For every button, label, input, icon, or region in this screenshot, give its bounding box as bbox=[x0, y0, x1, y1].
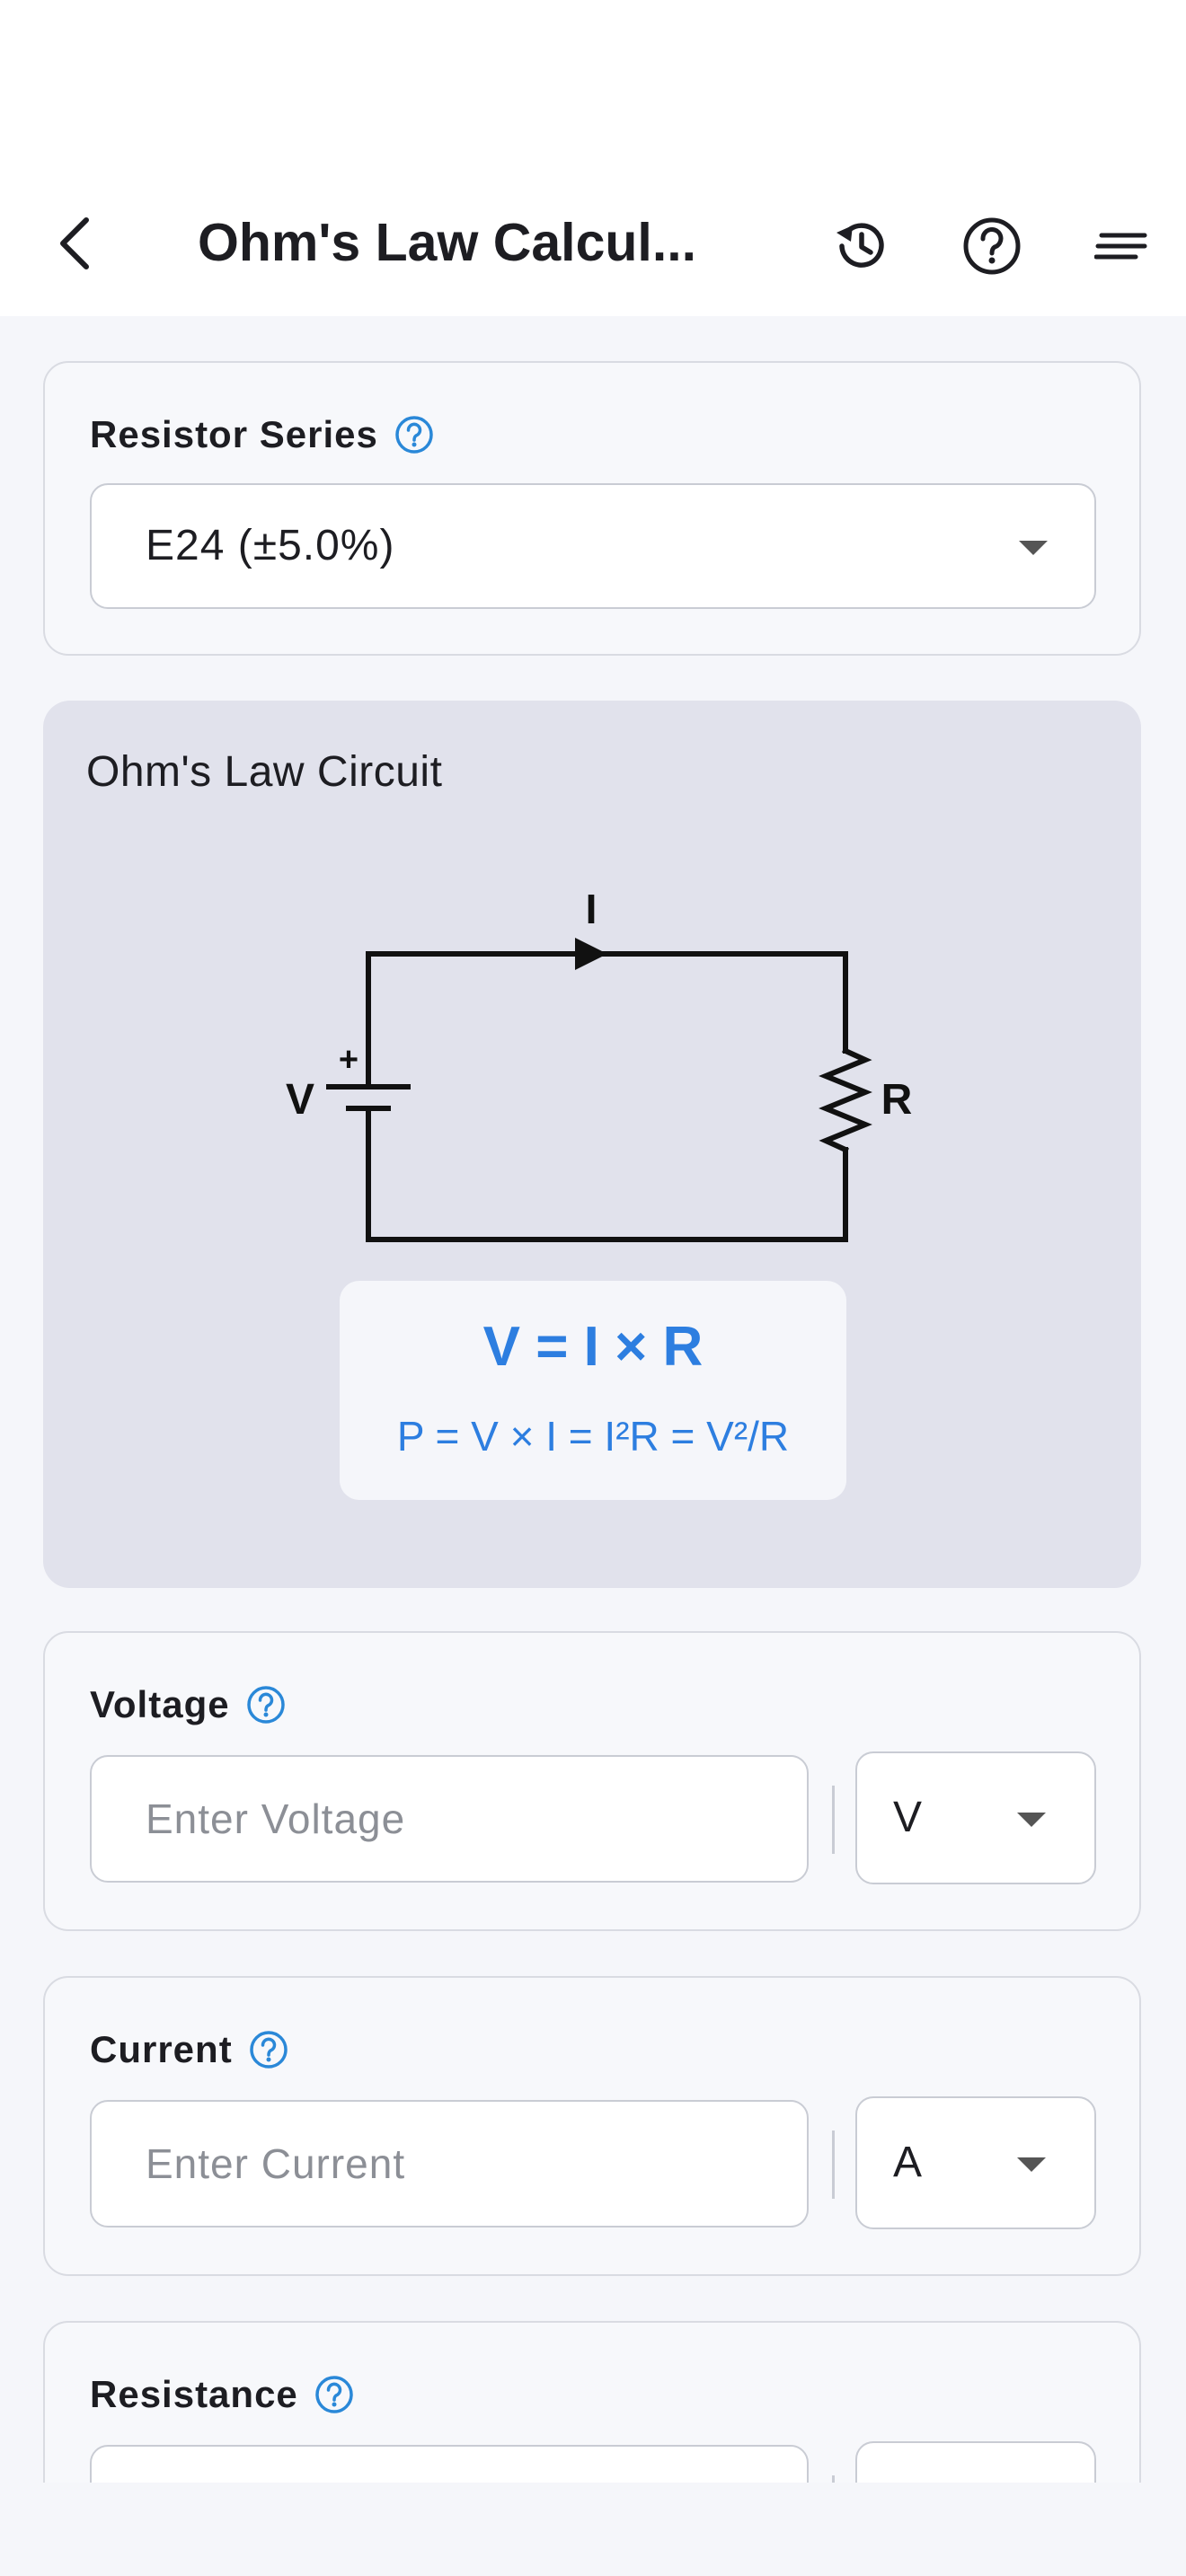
resistance-unit-select[interactable] bbox=[855, 2441, 1096, 2483]
page-title: Ohm's Law Calcul... bbox=[198, 213, 696, 272]
status-bar-area bbox=[0, 0, 1186, 180]
resistor-series-help-icon[interactable] bbox=[394, 415, 434, 454]
current-arrow bbox=[575, 938, 607, 970]
voltage-label-row: Voltage bbox=[90, 1683, 286, 1726]
dropdown-caret-icon bbox=[1019, 541, 1048, 555]
back-button[interactable] bbox=[47, 212, 104, 275]
resistor-zigzag bbox=[819, 1047, 872, 1153]
voltage-card: Voltage Enter Voltage V bbox=[43, 1631, 1141, 1931]
scroll-content[interactable]: Resistor Series E24 (±5.0%) Ohm's Law Ci… bbox=[0, 316, 1186, 2483]
formula-main: V = I × R bbox=[482, 1316, 704, 1378]
current-card: Current Enter Current A bbox=[43, 1976, 1141, 2276]
resistance-field-label: Resistance bbox=[90, 2373, 298, 2415]
voltage-label: Voltage bbox=[90, 1683, 230, 1725]
voltage-unit-value: V bbox=[893, 1794, 923, 1841]
voltage-divider bbox=[832, 1786, 835, 1854]
resistor-series-card: Resistor Series E24 (±5.0%) bbox=[43, 361, 1141, 656]
current-unit-value: A bbox=[893, 2139, 923, 2186]
circuit-title: Ohm's Law Circuit bbox=[86, 748, 443, 796]
formula-sub: P = V × I = I²R = V²/R bbox=[396, 1413, 790, 1460]
current-label-row: Current bbox=[90, 2028, 288, 2071]
dropdown-caret-icon bbox=[1017, 2157, 1046, 2172]
help-icon bbox=[963, 217, 1021, 275]
battery-plus-label: + bbox=[339, 1041, 358, 1079]
resistor-series-label: Resistor Series bbox=[90, 413, 378, 455]
resistance-help-icon[interactable] bbox=[314, 2375, 354, 2414]
current-input[interactable]: Enter Current bbox=[90, 2100, 809, 2228]
resistance-label: R bbox=[881, 1076, 913, 1124]
current-divider bbox=[832, 2130, 835, 2199]
circuit-card: Ohm's Law Circuit I bbox=[43, 701, 1141, 1588]
current-help-icon[interactable] bbox=[249, 2030, 288, 2069]
resistance-card: Resistance bbox=[43, 2321, 1141, 2483]
bottom-safe-area bbox=[0, 2483, 1186, 2576]
resistance-label-row: Resistance bbox=[90, 2373, 354, 2416]
nav-bar: Ohm's Law Calcul... bbox=[0, 180, 1186, 316]
current-field-label: Current bbox=[90, 2028, 233, 2070]
formula-box: V = I × R P = V × I = I²R = V²/R bbox=[340, 1281, 846, 1500]
history-icon bbox=[836, 223, 884, 268]
voltage-input[interactable]: Enter Voltage bbox=[90, 1755, 809, 1883]
resistor-series-label-row: Resistor Series bbox=[90, 413, 434, 456]
current-label: I bbox=[586, 886, 597, 932]
menu-button[interactable] bbox=[1087, 212, 1155, 280]
voltage-label: V bbox=[286, 1076, 314, 1124]
resistor-series-select[interactable]: E24 (±5.0%) bbox=[90, 483, 1096, 609]
circuit-diagram: I + V R bbox=[286, 886, 913, 1242]
chevron-left-icon bbox=[60, 217, 89, 269]
resistor-series-value: E24 (±5.0%) bbox=[146, 522, 395, 569]
resistance-input[interactable] bbox=[90, 2445, 809, 2483]
dropdown-caret-icon bbox=[1017, 1813, 1046, 1827]
voltage-unit-select[interactable]: V bbox=[855, 1751, 1096, 1884]
history-button[interactable] bbox=[827, 212, 895, 280]
voltage-help-icon[interactable] bbox=[246, 1685, 286, 1725]
current-unit-select[interactable]: A bbox=[855, 2096, 1096, 2229]
resistance-divider bbox=[832, 2475, 835, 2483]
help-button[interactable] bbox=[958, 212, 1026, 280]
menu-icon bbox=[1094, 233, 1147, 260]
